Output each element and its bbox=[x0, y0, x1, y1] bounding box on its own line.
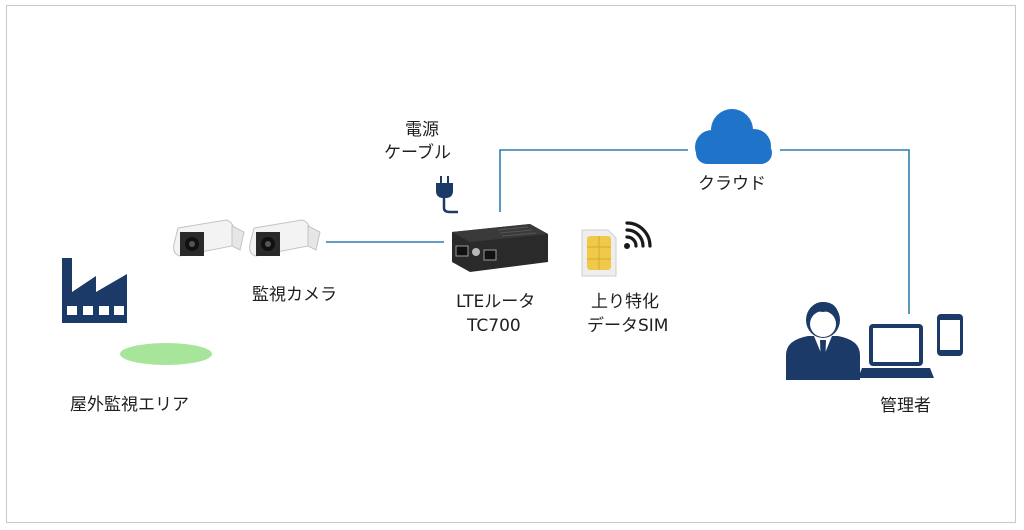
sim-card-icon bbox=[581, 229, 617, 277]
camera-label: 監視カメラ bbox=[252, 285, 337, 305]
connection-lines bbox=[326, 149, 910, 314]
security-camera-icon bbox=[173, 219, 245, 257]
sim-label-line1: 上り特化 bbox=[591, 292, 659, 312]
cloud-label: クラウド bbox=[698, 174, 766, 194]
power-plug-icon bbox=[436, 176, 458, 214]
smartphone-icon bbox=[937, 314, 963, 356]
power-label-line2: ケーブル bbox=[384, 143, 451, 163]
wireless-signal-icon bbox=[624, 221, 652, 249]
diagram-frame bbox=[6, 5, 1016, 523]
admin-label: 管理者 bbox=[880, 396, 931, 416]
security-camera-icon bbox=[249, 219, 321, 257]
area-oval bbox=[120, 343, 212, 365]
router-label-line1: LTEルータ bbox=[456, 292, 536, 312]
factory-icon bbox=[62, 258, 127, 323]
router-cloud-line bbox=[499, 149, 688, 212]
cloud-admin-line bbox=[780, 149, 910, 314]
router-label-line2: TC700 bbox=[467, 316, 521, 336]
sim-label-line2: データSIM bbox=[587, 316, 669, 336]
laptop-icon bbox=[858, 324, 934, 378]
area-label: 屋外監視エリア bbox=[70, 395, 189, 415]
router-icon bbox=[452, 224, 548, 272]
businessman-icon bbox=[786, 302, 860, 380]
power-label-line1: 電源 bbox=[405, 120, 439, 140]
cloud-icon bbox=[695, 109, 772, 164]
